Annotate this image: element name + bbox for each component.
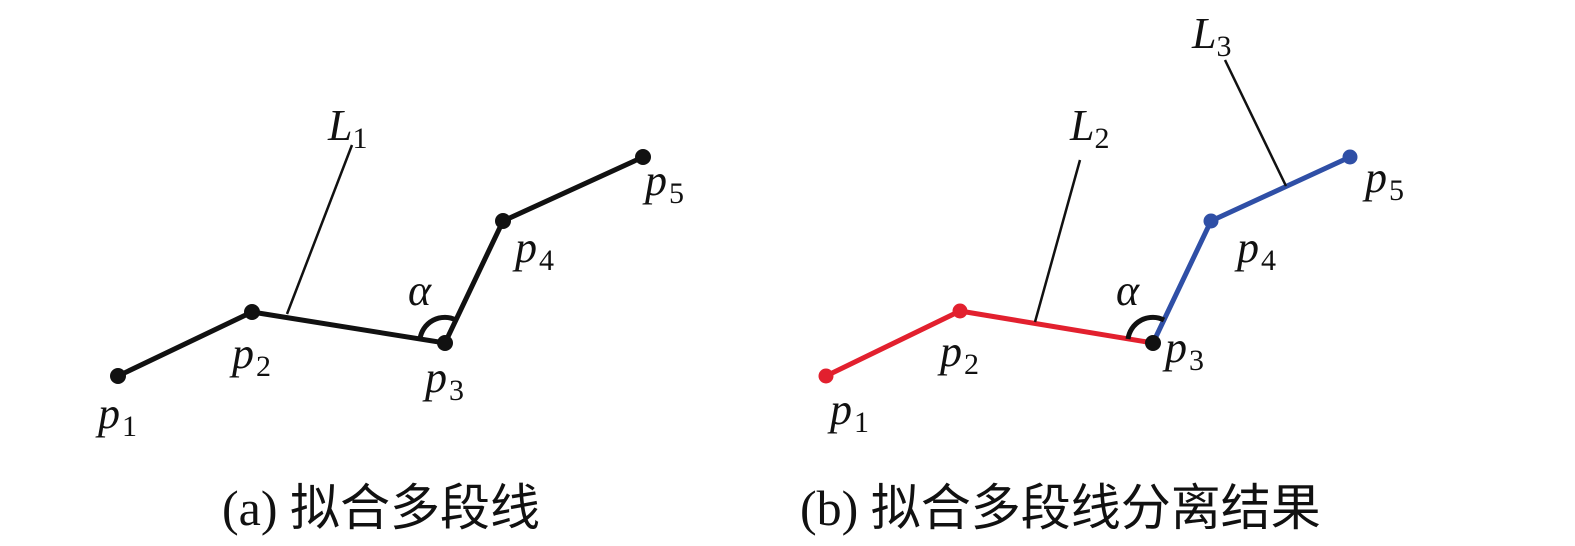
angle-arc-b [1125,314,1166,340]
label-p3: p3 [1162,323,1204,377]
point-p4 [1203,213,1219,229]
leader-line-l2 [1033,159,1082,323]
point-p5 [1342,149,1358,165]
label-l3: L3 [1191,9,1231,63]
leader-line-l1 [285,144,354,315]
point-p1 [110,368,126,384]
label-alpha-b: α [1116,266,1140,315]
label-p2: p2 [937,327,979,381]
label-alpha-a: α [408,266,432,315]
label-p3: p3 [422,353,464,407]
caption-b: (b) 拟合多段线分离结果 [800,480,1321,536]
point-p3 [437,335,453,351]
label-p4: p4 [512,223,554,277]
point-p5 [635,149,651,165]
point-p2 [952,303,968,319]
angle-arc-a [417,314,458,340]
leader-line-l3 [1223,59,1288,187]
label-p2: p2 [229,329,271,383]
caption-a: (a) 拟合多段线 [222,480,540,536]
label-p5: p5 [1362,153,1404,207]
point-p2 [244,304,260,320]
segment-red [824,308,1154,379]
label-p1: p1 [95,389,137,443]
label-p1: p1 [827,385,869,439]
label-l1: L1 [327,101,367,155]
point-p1 [818,368,834,384]
point-p3 [1145,335,1161,351]
label-l2: L2 [1069,101,1109,155]
panel-b: p1 p2 p3 p4 p5 L2 L3 α (b) 拟合多段线分离结果 [800,9,1404,536]
polyline-a [116,154,645,379]
panel-a: p1 p2 p3 p4 p5 L1 α (a) 拟合多段线 [95,101,684,536]
label-p5: p5 [642,156,684,210]
point-p4 [495,213,511,229]
label-p4: p4 [1234,223,1276,277]
